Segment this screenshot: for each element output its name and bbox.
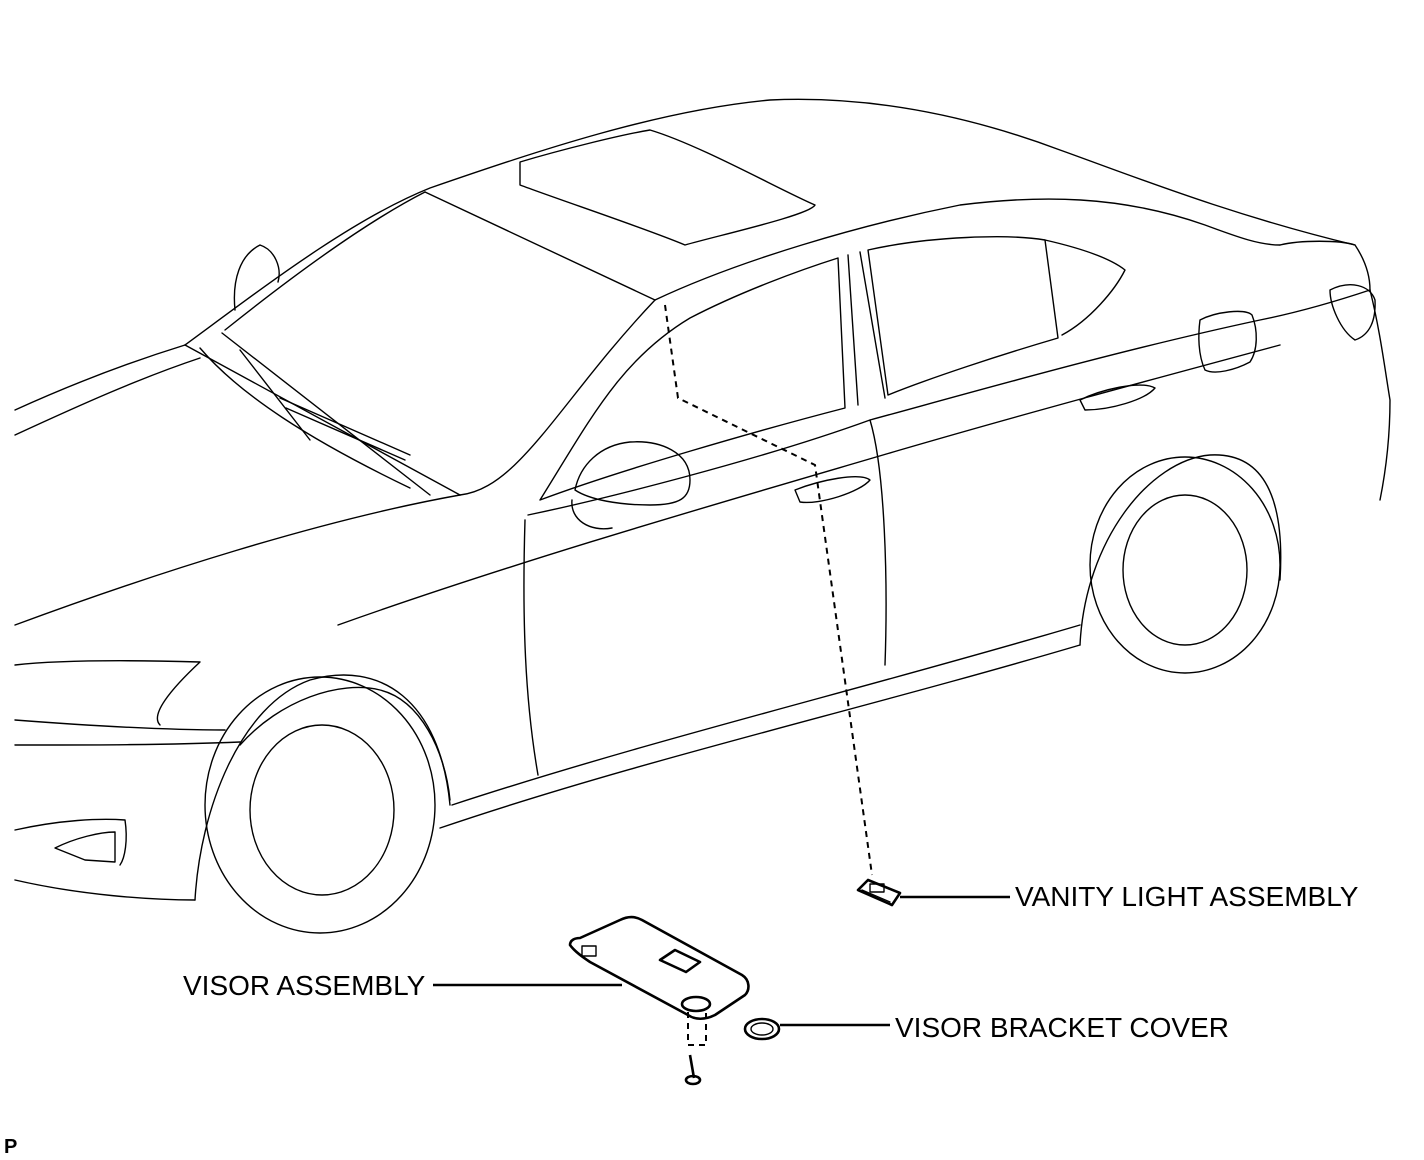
vanity-light-assembly-label: VANITY LIGHT ASSEMBLY xyxy=(1015,881,1359,912)
visor-bracket-cover-part xyxy=(743,1017,781,1041)
corner-code: P xyxy=(4,1136,18,1158)
visor-bracket-cover-label: VISOR BRACKET COVER xyxy=(895,1012,1230,1043)
visor-part xyxy=(568,915,750,1086)
car-body xyxy=(14,98,1391,934)
visor-assembly-label: VISOR ASSEMBLY xyxy=(183,970,426,1001)
locator-dashed-line xyxy=(664,304,873,876)
vanity-light-part xyxy=(856,878,902,907)
